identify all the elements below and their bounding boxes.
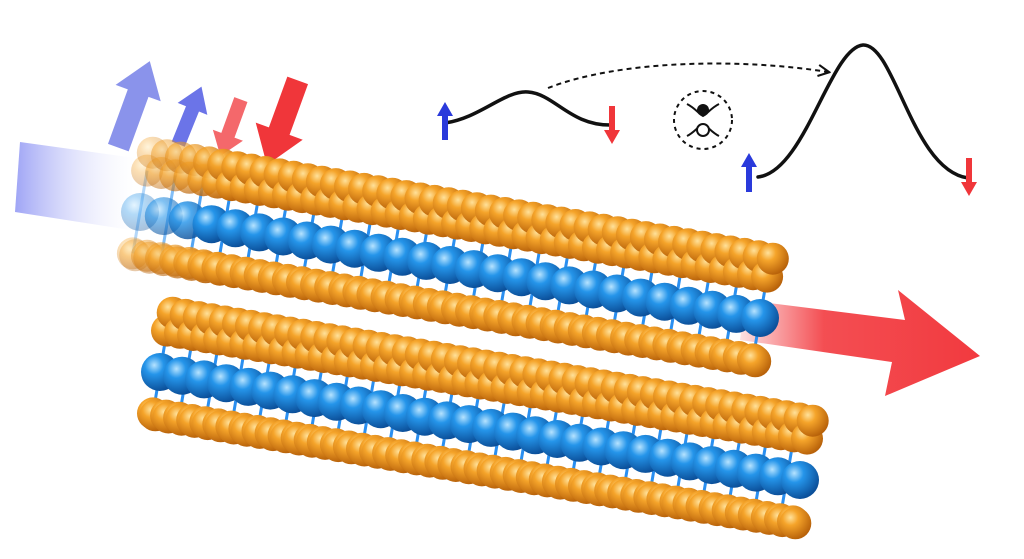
- outer-atoms-back: [151, 296, 829, 455]
- outer-atoms-front: [116, 237, 772, 378]
- upper-atomic-chain: [116, 136, 789, 378]
- inner-atoms: [141, 353, 819, 499]
- dashed-circle-icon: [673, 90, 733, 150]
- inner-atoms: [121, 193, 779, 337]
- large-barrier-curve: [756, 43, 970, 180]
- outer-atoms-front: [137, 397, 812, 540]
- outer-atom: [739, 345, 772, 378]
- up-arrow-icon: [741, 153, 757, 192]
- outgoing-beam: [740, 290, 980, 396]
- down-arrow-icon: [961, 158, 977, 196]
- incoming-spin-arrows: [107, 61, 309, 165]
- down-arrow-icon: [604, 106, 620, 144]
- incoming-beam: [15, 142, 135, 230]
- up-arrow-icon: [107, 61, 161, 152]
- inner-atom: [781, 461, 819, 499]
- lower-atomic-chain: [137, 296, 829, 540]
- up-arrow-icon: [171, 86, 208, 147]
- outer-atom: [779, 507, 812, 540]
- outer-atom: [796, 404, 829, 437]
- inner-atom: [741, 299, 779, 337]
- down-arrow-icon: [255, 76, 309, 165]
- up-arrow-icon: [437, 102, 453, 140]
- down-arrow-icon: [212, 97, 248, 156]
- small-barrier-curve: [443, 90, 614, 127]
- outer-atom: [756, 242, 789, 275]
- dashed-curved-arrow-icon: [547, 62, 828, 89]
- outer-atoms-back: [131, 136, 789, 293]
- energy-diagram: [437, 43, 977, 196]
